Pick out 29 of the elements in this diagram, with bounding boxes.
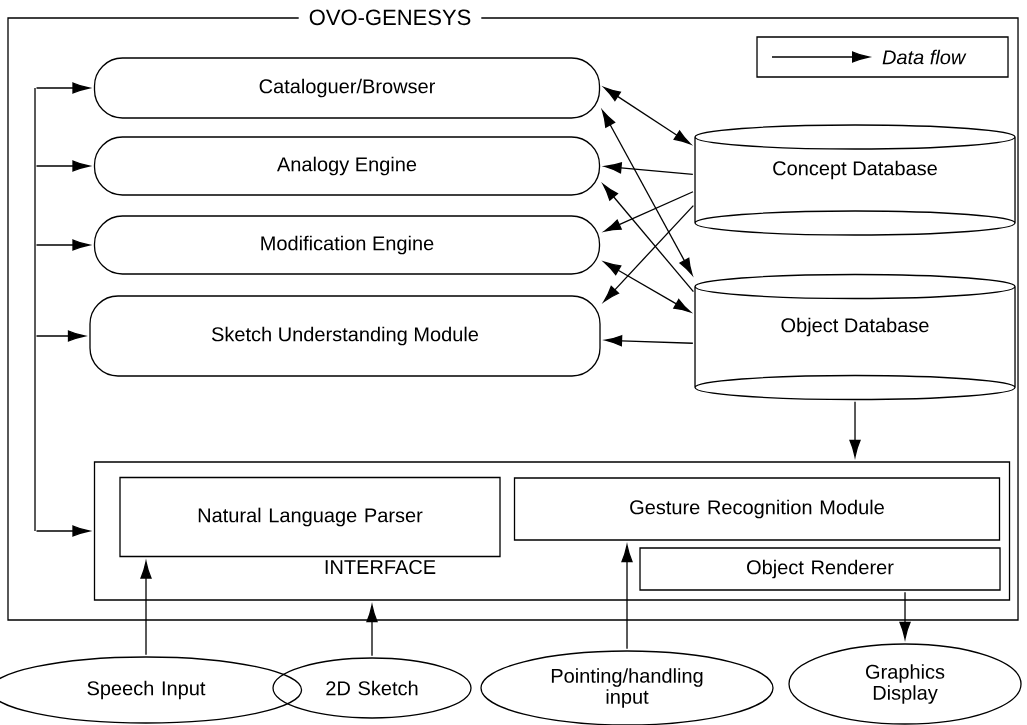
arrow <box>35 330 86 342</box>
module-box: Sketch Understanding Module <box>89 295 601 377</box>
arrow <box>604 335 694 347</box>
arrow <box>140 561 152 656</box>
arrow <box>603 191 694 232</box>
database-cylinder: Concept Database <box>694 124 1016 236</box>
database-cylinder: Object Database <box>694 273 1016 401</box>
legend: Data flow <box>756 36 1009 78</box>
module-box: Gesture Recognition Module <box>513 477 1001 541</box>
arrow <box>35 525 90 537</box>
arrow <box>601 109 693 276</box>
arrow <box>603 261 691 313</box>
module-box: Natural Language Parser <box>119 476 501 558</box>
arrow <box>603 86 691 145</box>
arrow <box>603 204 694 303</box>
arrow <box>35 160 90 172</box>
arrow <box>899 591 911 640</box>
bus-line <box>34 87 36 532</box>
module-box: Cataloguer/Browser <box>93 57 601 119</box>
arrow <box>602 183 695 293</box>
arrow <box>621 544 633 650</box>
module-box: Object Renderer <box>639 547 1001 591</box>
module-box: Analogy Engine <box>93 136 601 196</box>
arrow <box>604 162 694 175</box>
arrow <box>849 401 861 458</box>
arrow <box>366 604 378 657</box>
arrow <box>35 82 90 94</box>
arrow <box>35 239 90 251</box>
module-box: Modification Engine <box>93 215 601 275</box>
